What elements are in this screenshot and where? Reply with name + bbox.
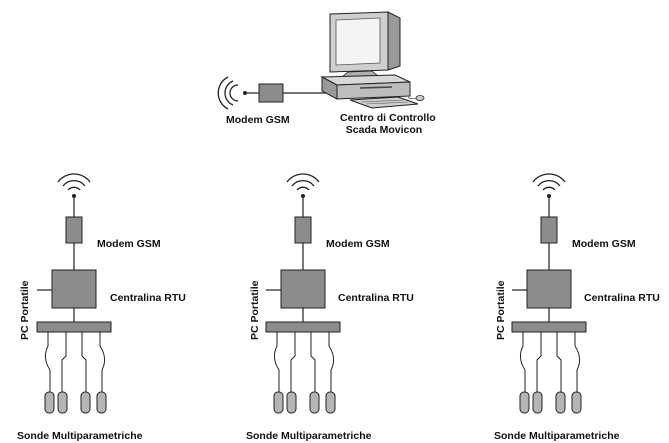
central-antenna-icon (217, 76, 239, 110)
central-antenna-dot (243, 91, 247, 95)
station-2-modem-label: Modem GSM (326, 238, 390, 250)
station-3-modem-label: Modem GSM (572, 238, 636, 250)
station-1-rtu-label: Centralina RTU (110, 292, 186, 304)
control-center-label-line1: Centro di Controllo (340, 112, 436, 124)
station-2-rtu-label: Centralina RTU (338, 292, 414, 304)
station-2-graphic (265, 173, 341, 414)
station-3-rtu-label: Centralina RTU (584, 292, 660, 304)
control-center-label: Centro di Controllo Scada Movicon (340, 112, 436, 136)
station-3 (511, 173, 587, 414)
central-modem-label: Modem GSM (226, 114, 290, 126)
station-1-probes-label: Sonde Multiparametriche (17, 430, 143, 442)
computer-icon (320, 11, 425, 109)
station-3-pc-label: PC Portatile (495, 280, 507, 340)
station-1 (36, 173, 112, 414)
station-2-pc-label: PC Portatile (249, 280, 261, 340)
station-1-modem-label: Modem GSM (97, 238, 161, 250)
central-modem-box (258, 83, 284, 103)
station-1-graphic (36, 173, 112, 414)
station-1-pc-label: PC Portatile (19, 280, 31, 340)
station-3-probes-label: Sonde Multiparametriche (494, 430, 620, 442)
station-2-probes-label: Sonde Multiparametriche (246, 430, 372, 442)
central-station (217, 11, 425, 110)
control-center-label-line2: Scada Movicon (345, 124, 423, 136)
station-2 (265, 173, 341, 414)
station-3-graphic (511, 173, 587, 414)
